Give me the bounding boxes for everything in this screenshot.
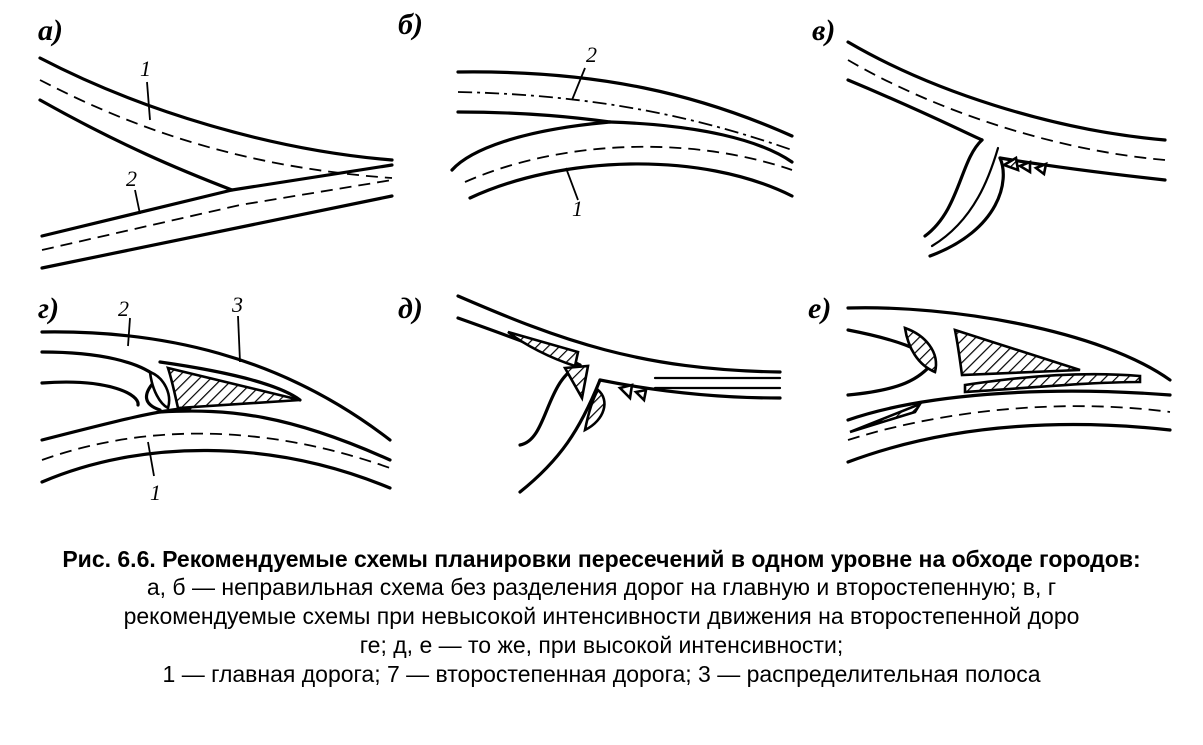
panel-e: е) (808, 292, 1172, 464)
callout-a-1: 1 (140, 56, 151, 81)
panel-label-v: в) (812, 14, 835, 47)
panel-v: в) (812, 14, 1167, 258)
callout-g-1: 1 (150, 480, 161, 505)
caption-title: Рис. 6.6. Рекомендуемые схемы планировки… (62, 546, 1141, 572)
callout-b-2: 2 (586, 42, 597, 67)
figure-caption: Рис. 6.6. Рекомендуемые схемы планировки… (20, 545, 1183, 689)
panel-b: б) 2 1 (398, 8, 794, 221)
callout-b-1: 1 (572, 196, 583, 221)
callout-g-3: 3 (231, 292, 243, 317)
panel-label-e: е) (808, 292, 831, 325)
caption-line-2: рекомендуемые схемы при невысокой интенс… (123, 603, 1080, 629)
caption-line-3: ге; д, е — то же, при высокой интенсивно… (359, 632, 844, 658)
callout-a-2: 2 (126, 166, 137, 191)
panel-label-b: б) (398, 8, 423, 41)
panel-a: а) 1 2 (38, 14, 394, 270)
panel-label-g: г) (38, 292, 59, 325)
panel-label-d: д) (398, 292, 423, 325)
panel-g: г) 2 3 1 (38, 292, 392, 505)
intersection-schemes-figure: а) 1 2 б) 2 1 в) (38, 8, 1172, 505)
panel-label-a: а) (38, 14, 63, 47)
caption-line-1: а, б — неправильная схема без разделения… (146, 574, 1057, 600)
caption-line-4: 1 — главная дорога; 7 — второстепенная д… (162, 661, 1041, 687)
panel-d: д) (398, 292, 782, 494)
callout-g-2: 2 (118, 296, 129, 321)
